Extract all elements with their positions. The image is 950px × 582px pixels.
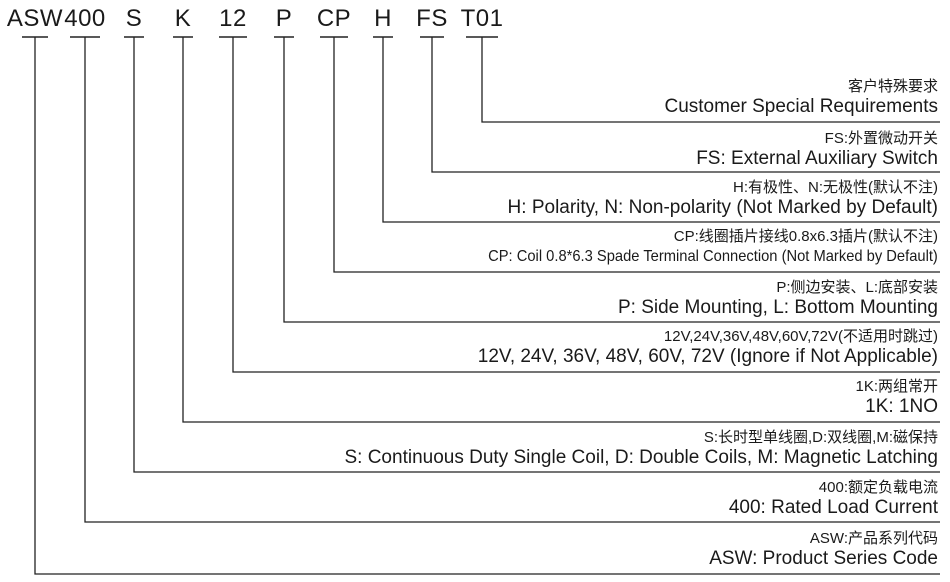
desc-cn-voltage: 12V,24V,36V,48V,60V,72V(不适用时跳过)	[663, 328, 938, 345]
connector-line-asw	[34, 37, 940, 575]
desc-cn-cp: CP:线圈插片接线0.8x6.3插片(默认不注)	[673, 228, 938, 245]
code-400: 400	[64, 5, 106, 32]
code-h: H	[374, 5, 392, 32]
desc-cn-asw: ASW:产品系列代码	[809, 530, 938, 547]
connector-line-h	[382, 37, 940, 223]
connector-line-cp	[333, 37, 940, 273]
code-asw: ASW	[6, 5, 64, 32]
desc-cn-h: H:有极性、N:无极性(默认不注)	[733, 179, 938, 196]
code-12: 12	[219, 5, 247, 32]
desc-en-p: P: Side Mounting, L: Bottom Mounting	[617, 297, 938, 318]
connector-line-fs	[431, 37, 940, 173]
desc-en-k: 1K: 1NO	[865, 396, 938, 417]
connector-line-t01	[481, 37, 940, 123]
desc-cn-400: 400:额定负载电流	[818, 479, 938, 496]
connector-line-12	[232, 37, 940, 373]
desc-en-special: Customer Special Requirements	[664, 96, 938, 117]
connector-line-400	[84, 37, 940, 523]
desc-en-voltage: 12V, 24V, 36V, 48V, 60V, 72V (Ignore if …	[477, 346, 938, 367]
code-t01: T01	[460, 5, 504, 32]
desc-cn-k: 1K:两组常开	[855, 378, 938, 395]
code-fs: FS	[416, 5, 448, 32]
code-p: P	[275, 5, 293, 32]
desc-en-400: 400: Rated Load Current	[728, 497, 938, 518]
desc-en-asw: ASW: Product Series Code	[709, 548, 938, 569]
code-s: S	[125, 5, 143, 32]
desc-cn-s: S:长时型单线圈,D:双线圈,M:磁保持	[703, 429, 938, 446]
desc-cn-p: P:侧边安装、L:底部安装	[776, 279, 938, 296]
connector-line-s	[133, 37, 940, 473]
desc-cn-special: 客户特殊要求	[847, 78, 938, 95]
connector-line-p	[283, 37, 940, 323]
code-cp: CP	[316, 5, 352, 32]
desc-en-h: H: Polarity, N: Non-polarity (Not Marked…	[507, 197, 938, 218]
code-k: K	[174, 5, 192, 32]
desc-cn-fs: FS:外置微动开关	[824, 130, 938, 147]
connector-line-k	[182, 37, 940, 423]
desc-en-s: S: Continuous Duty Single Coil, D: Doubl…	[344, 447, 938, 468]
desc-en-fs: FS: External Auxiliary Switch	[696, 148, 938, 169]
desc-en-cp: CP: Coil 0.8*6.3 Spade Terminal Connecti…	[488, 248, 938, 265]
